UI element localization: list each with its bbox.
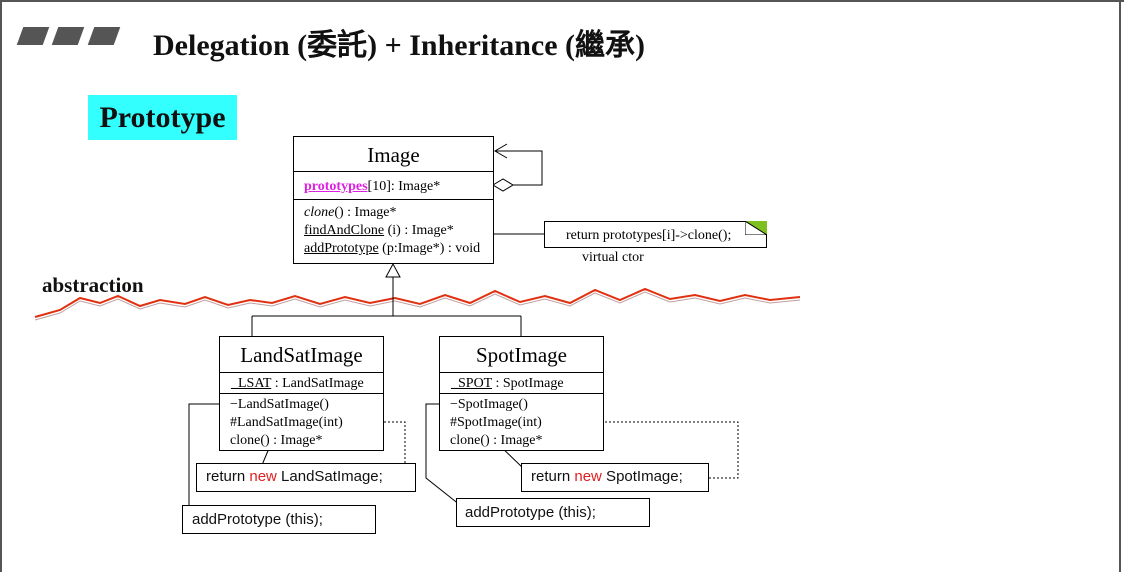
landsat-dotted-link [360, 421, 406, 463]
prototypes-attr-name: prototypes [304, 179, 368, 194]
spot-attr-spot: _SPOT : SpotImage [451, 375, 603, 393]
abstraction-label: abstraction [42, 273, 144, 297]
image-class-box: Image prototypes[10]: Image* clone() : I… [293, 136, 494, 264]
slide-title: Delegation (委託) + Inheritance (繼承) [153, 29, 646, 62]
prototypes-attr-type: [10]: Image* [367, 179, 441, 194]
image-class-name: Image [294, 137, 493, 172]
pattern-label: Prototype [88, 95, 237, 140]
note-corner-icon [745, 221, 767, 235]
spot-class-attributes: _SPOT : SpotImage [440, 373, 603, 394]
landsat-return-code: return new LandSatImage; [206, 468, 383, 485]
landsat-op-protected-ctor: #LandSatImage(int) [230, 415, 343, 430]
spot-class-operations: −SpotImage() #SpotImage(int) clone() : I… [440, 394, 603, 450]
image-class-operations: clone() : Image* findAndClone (i) : Imag… [294, 200, 493, 258]
landsat-op-private-ctor: −LandSatImage() [230, 397, 329, 412]
virtual-ctor-code: return prototypes[i]->clone(); [566, 228, 732, 243]
lsat-attr-type: : LandSatImage [271, 376, 364, 391]
image-attr-prototypes: prototypes[10]: Image* [304, 178, 493, 196]
abstraction-wave [34, 287, 801, 318]
addprototype-op-signature: (p:Image*) : void [378, 241, 481, 256]
landsat-class-operations: −LandSatImage() #LandSatImage(int) clone… [220, 394, 383, 450]
spot-dotted-link [558, 421, 739, 479]
image-op-addprototype: addPrototype (p:Image*) : void [304, 240, 493, 258]
spot-return-code: return new SpotImage; [531, 468, 683, 485]
landsat-return-box: return new LandSatImage; [196, 463, 416, 492]
virtual-ctor-caption: virtual ctor [582, 250, 644, 265]
landsat-attr-lsat: _LSAT : LandSatImage [231, 375, 383, 393]
slide-top-border [0, 0, 1124, 2]
findandclone-op-signature: (i) : Image* [384, 223, 454, 238]
self-aggregation [495, 150, 543, 186]
spot-addprototype-box: addPrototype (this); [456, 498, 650, 527]
lsat-attr-name: _LSAT [231, 376, 272, 391]
spot-op-protected-ctor: #SpotImage(int) [450, 415, 542, 430]
spot-ctor-link [425, 403, 461, 506]
image-op-findandclone: findAndClone (i) : Image* [304, 222, 493, 240]
landsat-op-clone: clone() : Image* [230, 433, 323, 448]
spot-op-private-ctor: −SpotImage() [450, 397, 528, 412]
spot-return-box: return new SpotImage; [521, 463, 709, 492]
aggregation-diamond [492, 178, 514, 192]
landsat-addprototype-code: addPrototype (this); [192, 511, 323, 528]
clone-op-name: clone [304, 205, 335, 220]
landsat-class-box: LandSatImage _LSAT : LandSatImage −LandS… [219, 336, 384, 451]
inherit-triangle [385, 262, 401, 278]
clone-op-signature: () : Image* [334, 205, 397, 220]
landsat-addprototype-box: addPrototype (this); [182, 505, 376, 534]
virtual-ctor-note: return prototypes[i]->clone(); [544, 221, 767, 248]
spot-addprototype-code: addPrototype (this); [465, 504, 596, 521]
spot-attr-type: : SpotImage [491, 376, 564, 391]
addprototype-op-name: addPrototype [304, 241, 379, 256]
spot-class-box: SpotImage _SPOT : SpotImage −SpotImage()… [439, 336, 604, 451]
image-class-attributes: prototypes[10]: Image* [294, 172, 493, 200]
spot-op-clone: clone() : Image* [450, 433, 543, 448]
abstraction-wave-shadow [34, 291, 801, 321]
landsat-class-name: LandSatImage [220, 337, 383, 373]
image-op-clone: clone() : Image* [304, 204, 493, 222]
findandclone-op-name: findAndClone [304, 223, 385, 238]
self-arrowhead [494, 143, 508, 159]
spot-attr-name: _SPOT [451, 376, 492, 391]
spot-class-name: SpotImage [440, 337, 603, 373]
landsat-class-attributes: _LSAT : LandSatImage [220, 373, 383, 394]
